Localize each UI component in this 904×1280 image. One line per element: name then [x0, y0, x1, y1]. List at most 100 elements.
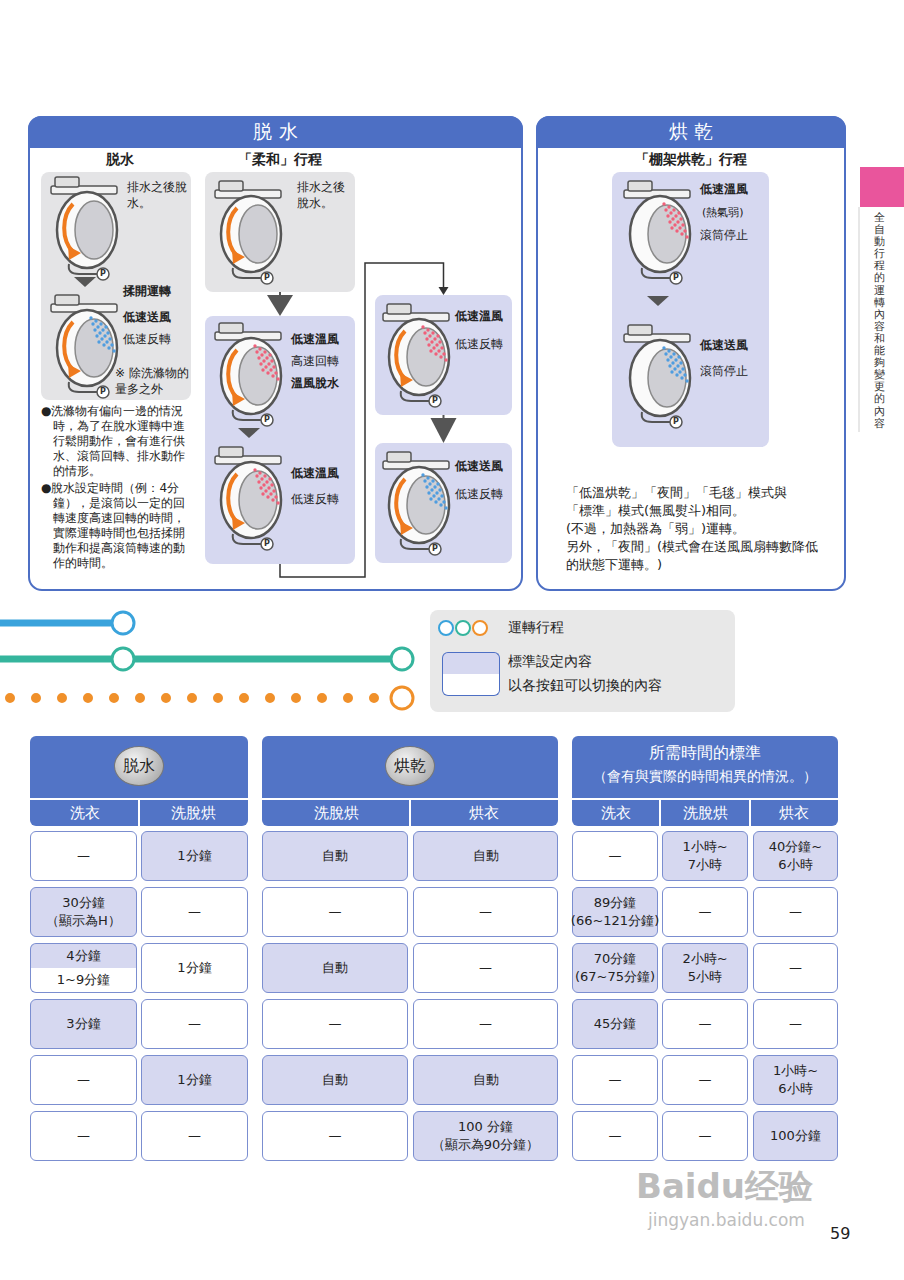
table-header: [30, 736, 248, 826]
airflow-dot: [427, 343, 430, 346]
airflow-dot: [678, 370, 681, 373]
airflow-dot: [272, 489, 275, 492]
airflow-dot: [269, 492, 272, 495]
table-header-text: 烘衣: [410, 800, 558, 826]
airflow-dot: [673, 367, 676, 370]
step-text: 低速反轉: [455, 337, 511, 353]
airflow-dot: [91, 322, 94, 325]
watermark: jingyan.baidu.com: [648, 1210, 805, 1230]
airflow-dot: [257, 356, 260, 359]
drain-pipe: [401, 391, 429, 401]
airflow-dot: [666, 214, 669, 217]
pump-letter: P: [429, 395, 441, 407]
airflow-dot: [433, 485, 436, 488]
airflow-dot: [262, 483, 265, 486]
rotation-arrowhead: [400, 521, 413, 535]
airflow-dot: [432, 346, 435, 349]
control-box: [219, 447, 243, 457]
table-cell: —: [662, 1055, 748, 1105]
airflow-dot: [425, 485, 428, 488]
rotation-arrowhead: [68, 364, 81, 378]
table-cell: 1分鐘: [141, 831, 248, 881]
airflow-dot: [266, 371, 269, 374]
rotation-arrowhead: [68, 246, 81, 260]
airflow-dot: [668, 220, 671, 223]
airflow-dot: [434, 352, 437, 355]
step-text: (熱氣弱): [702, 206, 768, 220]
airflow-dot: [673, 223, 676, 226]
airflow-dot: [669, 355, 672, 358]
pump: [670, 416, 682, 428]
step-text: 低速反轉: [291, 492, 355, 508]
column-badge: 脱水: [114, 746, 164, 786]
airflow-dot: [425, 337, 428, 340]
airflow-dot: [100, 337, 103, 340]
header-rules: [30, 799, 838, 826]
airflow-dot: [674, 214, 677, 217]
page-number: 59: [830, 1224, 860, 1244]
drain-pipe: [69, 382, 97, 392]
drum: [648, 349, 686, 407]
airflow-dot: [257, 480, 260, 483]
table-cell: —: [753, 999, 838, 1049]
rotation-arrow: [64, 204, 73, 252]
table-cell: 自動: [262, 1055, 408, 1105]
note-text: (不過，加熱器為「弱」)運轉。: [566, 520, 828, 538]
table-cell: —: [413, 999, 558, 1049]
airflow-dot: [276, 377, 279, 380]
airflow-dot: [667, 349, 670, 352]
course-circle: [391, 648, 413, 670]
note-text: 「低溫烘乾」「夜間」「毛毯」模式與「標準」模式(無風熨斗)相同。: [566, 484, 798, 520]
control-box: [219, 323, 243, 333]
airflow-dot: [437, 349, 440, 352]
airflow-dot: [270, 359, 273, 362]
airflow-dot: [435, 491, 438, 494]
step-box: 低速溫風低速反轉: [375, 295, 512, 415]
table-cell: —: [30, 1055, 137, 1105]
step-text: 低速反轉: [455, 487, 511, 503]
table-cell: 70分鐘 (67~75分鐘): [572, 943, 658, 993]
control-box: [628, 181, 652, 191]
drain-pipe: [233, 534, 261, 544]
airflow-dot: [430, 340, 433, 343]
section-tab-text: 全自動行程的運轉內容和能夠變更的內容: [874, 212, 885, 430]
airflow-dot: [667, 205, 670, 208]
pump-letter: P: [429, 543, 441, 555]
airflow-dot: [440, 494, 443, 497]
airflow-dot: [680, 376, 683, 379]
table-cell: —: [262, 999, 408, 1049]
step-text: 低速溫風: [700, 182, 766, 198]
airflow-dot: [444, 358, 447, 361]
airflow-dot: [103, 334, 106, 337]
rotation-arrow: [396, 479, 405, 527]
airflow-dot: [268, 477, 271, 480]
table-cell: —: [572, 1055, 658, 1105]
pump: [429, 395, 441, 407]
airflow-dot: [671, 361, 674, 364]
airflow-dot: [259, 362, 262, 365]
airflow-dot: [102, 343, 105, 346]
step-text: 低速反轉: [123, 332, 189, 348]
airflow-dot: [683, 229, 686, 232]
airflow-dot: [662, 202, 665, 205]
step-box: 「柔和」行程排水之後脫水。: [205, 172, 355, 292]
airflow-dot: [106, 331, 109, 334]
step-text: 低速溫風: [455, 309, 511, 325]
table-header-text: （會有與實際的時間相異的情況。）: [572, 765, 838, 789]
step-text: 滾筒停止: [700, 364, 766, 380]
table-cell: —: [141, 1111, 248, 1161]
table-cell: —: [413, 887, 558, 937]
column-badge: 烘乾: [385, 746, 435, 786]
rotation-arrow: [228, 350, 237, 398]
course-circle: [391, 687, 413, 709]
airflow-dot: [255, 350, 258, 353]
table-cell: 2小時~ 5小時: [662, 943, 748, 993]
drum-housing: [630, 340, 690, 416]
airflow-dot: [263, 350, 266, 353]
drain-pipe: [642, 412, 670, 422]
legend-text: 標準設定內容: [508, 653, 592, 671]
drum: [407, 476, 445, 534]
airflow-dot: [260, 353, 263, 356]
airflow-dot: [430, 488, 433, 491]
airflow-dot: [268, 353, 271, 356]
